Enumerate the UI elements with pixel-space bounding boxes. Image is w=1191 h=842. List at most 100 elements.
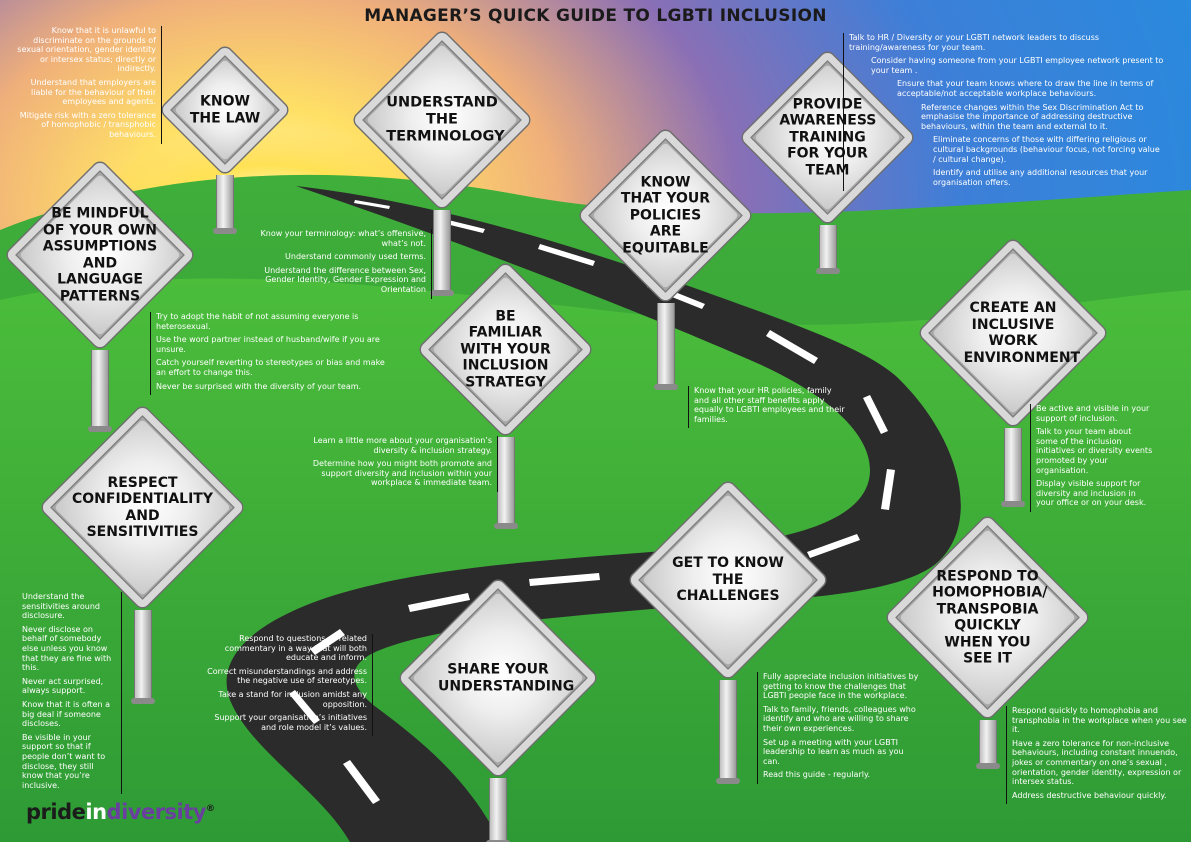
note-divider — [497, 436, 498, 492]
sign-label: RESPOND TO HOMOPHOBIA/ TRANSPOBIA QUICKL… — [932, 567, 1048, 667]
note-text: Be visible in your support so that if pe… — [22, 732, 106, 790]
note-text: Consider having someone from your LGBTI … — [871, 56, 1164, 75]
note-divider — [150, 312, 151, 396]
sign-pole — [1001, 428, 1025, 507]
note-text: Never act surprised, always support. — [22, 676, 104, 696]
note-divider — [1006, 706, 1007, 805]
note-text: Catch yourself reverting to stereotypes … — [156, 358, 385, 377]
note-training: Talk to HR / Diversity or your LGBTI net… — [843, 33, 1165, 192]
note-text: Be active and visible in your support of… — [1036, 404, 1150, 423]
note-divider — [121, 592, 122, 795]
note-text: Never be surprised with the diversity of… — [156, 381, 362, 391]
note-text: Use the word partner instead of husband/… — [156, 335, 380, 354]
note-text: Understand the sensitivities around disc… — [22, 592, 100, 621]
note-mindful: Try to adopt the habit of not assuming e… — [150, 312, 392, 396]
note-divider — [757, 672, 758, 784]
note-text: Know that it is unlawful to discriminate… — [17, 26, 156, 74]
note-divider — [843, 33, 844, 192]
sign-understand-terminology: UNDERSTAND THE TERMINOLOGY — [352, 30, 532, 296]
sign-label: BE MINDFUL OF YOUR OWN ASSUMPTIONS AND L… — [42, 205, 158, 305]
logo-registered-mark: ® — [205, 804, 215, 814]
lane-dash — [310, 629, 345, 655]
pride-in-diversity-logo: prideindiversity® — [26, 800, 215, 824]
lane-dash — [807, 534, 860, 558]
lane-dash — [538, 244, 595, 266]
note-text: Identify and utilise any additional reso… — [933, 168, 1148, 187]
note-terminology: Know your terminology: what’s offensive,… — [240, 229, 432, 299]
logo-text-pride: pride — [26, 800, 86, 824]
note-challenges: Fully appreciate inclusion initiatives b… — [757, 672, 919, 784]
lane-dash — [529, 573, 600, 586]
note-text: Try to adopt the habit of not assuming e… — [156, 312, 359, 331]
note-text: Understand the difference between Sex, G… — [264, 265, 426, 294]
sign-respond-homophobia: RESPOND TO HOMOPHOBIA/ TRANSPOBIA QUICKL… — [885, 515, 1090, 769]
note-text: Read this guide - regularly. — [763, 770, 871, 780]
note-know-the-law: Know that it is unlawful to discriminate… — [10, 26, 162, 144]
sign-label: RESPECT CONFIDENTIALITY AND SENSITIVITIE… — [72, 474, 213, 541]
lane-dash — [408, 593, 470, 612]
note-respond: Respond quickly to homophobia and transp… — [1006, 706, 1190, 805]
sign-pole — [493, 437, 518, 529]
sign-respect-confidentiality: RESPECT CONFIDENTIALITY AND SENSITIVITIE… — [40, 405, 245, 704]
sign-provide-training: PROVIDE AWARENESS TRAINING FOR YOUR TEAM — [740, 50, 915, 274]
note-text: Mitigate risk with a zero tolerance of h… — [19, 110, 156, 139]
note-text: Have a zero tolerance for non-inclusive … — [1012, 738, 1182, 787]
note-text: Know your terminology: what’s offensive,… — [260, 229, 427, 248]
note-text: Correct misunderstandings and address th… — [207, 666, 367, 686]
note-text: Fully appreciate inclusion initiatives b… — [763, 672, 919, 701]
sign-be-mindful: BE MINDFUL OF YOUR OWN ASSUMPTIONS AND L… — [5, 160, 195, 432]
sign-pole — [130, 610, 155, 704]
note-divider — [431, 229, 432, 299]
note-text: Know that your HR policies, family and a… — [694, 386, 845, 424]
note-text: Know that it is often a big deal if some… — [22, 699, 111, 729]
sign-label: KNOW THAT YOUR POLICIES ARE EQUITABLE — [620, 174, 711, 257]
sign-label: BE FAMILIAR WITH YOUR INCLUSION STRATEGY — [460, 308, 551, 391]
logo-text-in: in — [85, 800, 107, 824]
note-text: Display visible support for diversity an… — [1036, 479, 1147, 508]
sign-pole — [653, 303, 678, 390]
sign-share-understanding: SHARE YOUR UNDERSTANDING — [398, 578, 598, 842]
sign-label: PROVIDE AWARENESS TRAINING FOR YOUR TEAM — [779, 96, 877, 179]
note-text: Take a stand for inclusion amidst any op… — [218, 689, 367, 709]
lane-dash — [354, 200, 390, 209]
note-environment: Be active and visible in your support of… — [1030, 404, 1155, 512]
sign-pole — [88, 350, 112, 432]
lane-dash — [289, 690, 320, 724]
lane-dash — [881, 469, 895, 510]
note-text: Never disclose on behalf of somebody els… — [22, 624, 112, 673]
note-text: Understand commonly used terms. — [285, 252, 426, 262]
note-divider — [161, 26, 162, 144]
page-title: MANAGER’S QUICK GUIDE TO LGBTI INCLUSION — [364, 6, 827, 26]
note-divider — [1030, 404, 1031, 512]
note-text: Set up a meeting with your LGBTI leaders… — [763, 737, 904, 766]
sign-pole — [815, 225, 840, 274]
note-text: Talk to your team about some of the incl… — [1036, 427, 1153, 475]
sign-pole — [213, 175, 237, 234]
note-text: Respond quickly to homophobia and transp… — [1012, 706, 1187, 735]
road — [226, 186, 961, 842]
lane-dash — [863, 395, 888, 434]
sign-label: KNOW THE LAW — [189, 93, 261, 126]
sign-create-inclusive: CREATE AN INCLUSIVE WORK ENVIRONMENT — [918, 238, 1108, 507]
sign-label: CREATE AN INCLUSIVE WORK ENVIRONMENT — [963, 299, 1081, 366]
note-text: Talk to family, friends, colleagues who … — [763, 704, 916, 733]
note-text: Respond to questions or related commenta… — [224, 634, 367, 663]
note-text: Eliminate concerns of those with differi… — [933, 135, 1160, 164]
sign-be-familiar: BE FAMILIAR WITH YOUR INCLUSION STRATEGY — [418, 262, 593, 529]
lane-dash — [343, 760, 380, 804]
note-text: Reference changes within the Sex Discrim… — [921, 102, 1144, 131]
note-text: Determine how you might both promote and… — [312, 459, 492, 488]
sign-know-the-law: KNOW THE LAW — [160, 45, 290, 234]
note-text: Ensure that your team knows where to dra… — [897, 79, 1154, 98]
note-strategy: Learn a little more about your organisat… — [312, 436, 498, 492]
sign-label: SHARE YOUR UNDERSTANDING — [438, 661, 575, 694]
note-divider — [372, 634, 373, 737]
sign-know-policies: KNOW THAT YOUR POLICIES ARE EQUITABLE — [578, 128, 753, 390]
note-policies: Know that your HR policies, family and a… — [688, 386, 848, 429]
logo-text-diversity: diversity — [106, 800, 207, 824]
sign-label: UNDERSTAND THE TERMINOLOGY — [386, 94, 505, 145]
lane-dash — [766, 330, 818, 364]
note-text: Understand that employers are liable for… — [30, 77, 156, 107]
note-share: Respond to questions or related commenta… — [205, 634, 373, 737]
